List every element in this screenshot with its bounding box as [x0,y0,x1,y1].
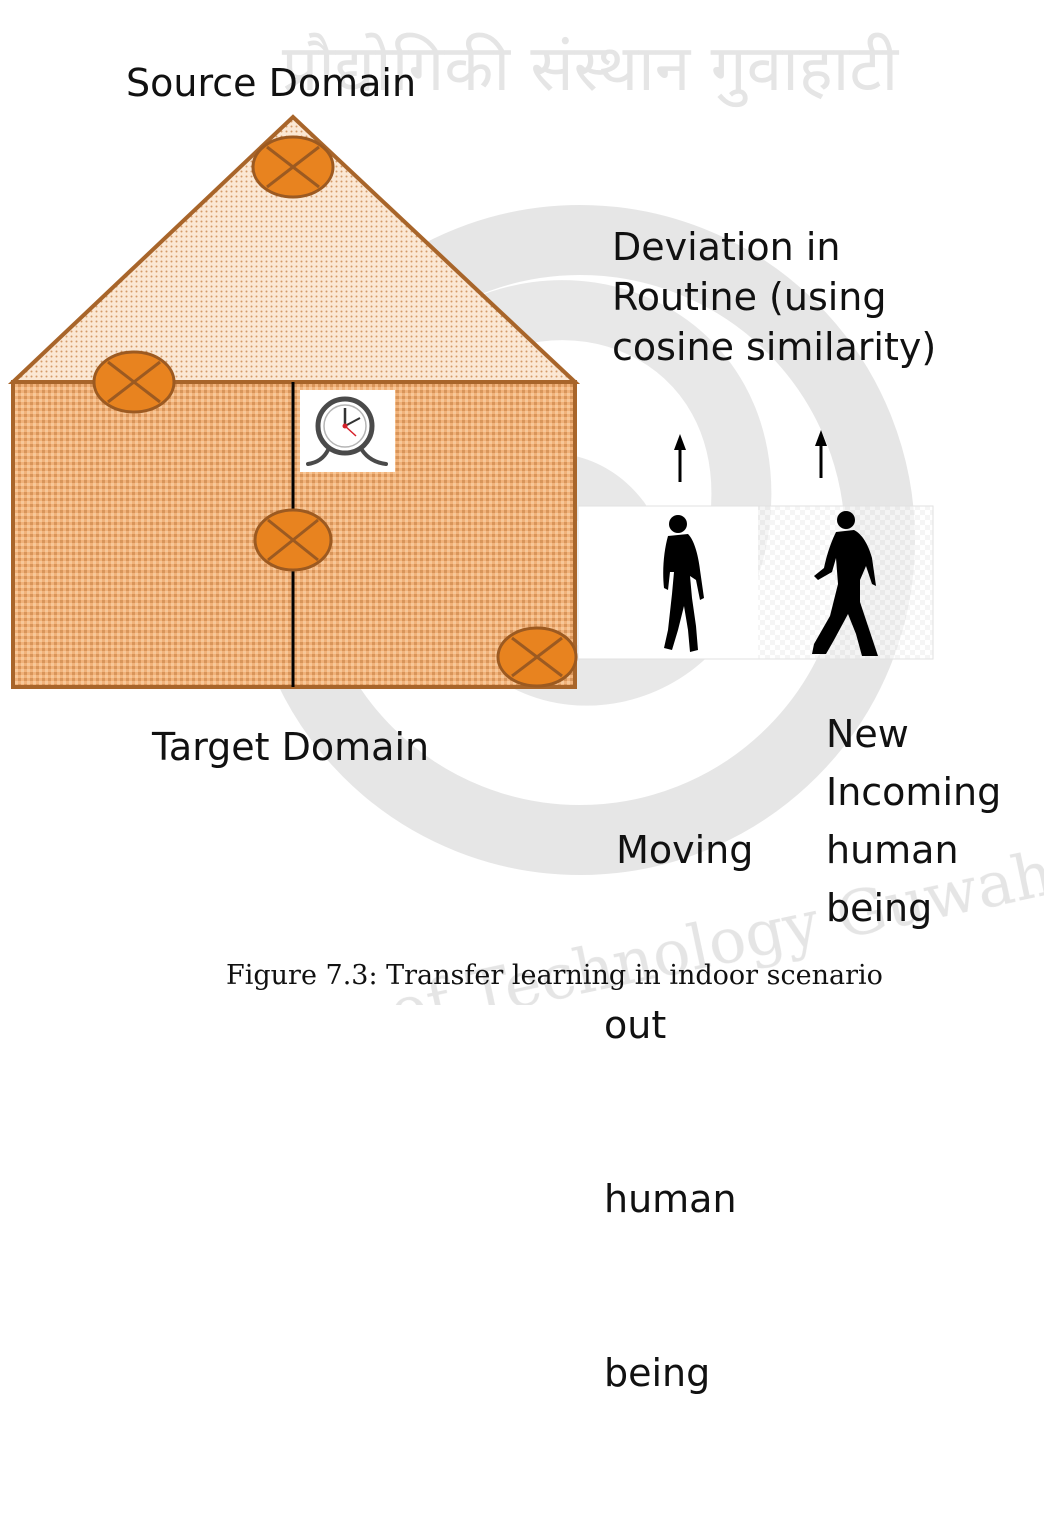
source-domain-label: Source Domain [126,61,417,105]
new-incoming-label: New Incoming human being [826,705,1001,938]
sensor-corner [496,626,578,688]
house [7,114,581,689]
panel-border [577,505,934,660]
moving-out-line-3: human [604,1177,737,1221]
people-panel [577,505,934,660]
diagram-canvas: प्रौद्योगिकी संस्थान गुवाहाटी Institute … [7,32,1044,1395]
deviation-label: Deviation in Routine (using cosine simil… [612,222,936,372]
person-in-icon [812,511,878,656]
sensor-left [92,350,176,414]
watermark-text-top: प्रौद्योगिकी संस्थान गुवाहाटी [282,32,900,108]
new-incoming-line-4: being [826,886,933,931]
target-domain-label: Target Domain [152,725,430,769]
sensor-top-x2 [266,145,320,189]
up-arrow-right [815,430,827,478]
moving-out-line-4: being [604,1351,711,1396]
sensor-top [251,135,335,199]
figure-caption: Figure 7.3: Transfer learning in indoor … [226,960,883,991]
deviation-line-2: Routine (using [612,275,887,320]
sensor-center [253,508,333,572]
walking-clock-icon [300,390,395,472]
new-incoming-line-1: New [826,712,909,756]
new-incoming-line-3: human [826,828,959,873]
moving-out-line-2: out [604,1002,667,1047]
moving-out-line-1: Moving [604,828,754,873]
deviation-line-1: Deviation in [612,225,841,269]
moving-out-label: Moving out human being [604,705,753,1519]
deviation-line-3: cosine similarity) [612,325,937,370]
person-out-icon [663,515,704,652]
new-incoming-line-2: Incoming [826,770,1002,815]
up-arrow-left [674,434,686,482]
